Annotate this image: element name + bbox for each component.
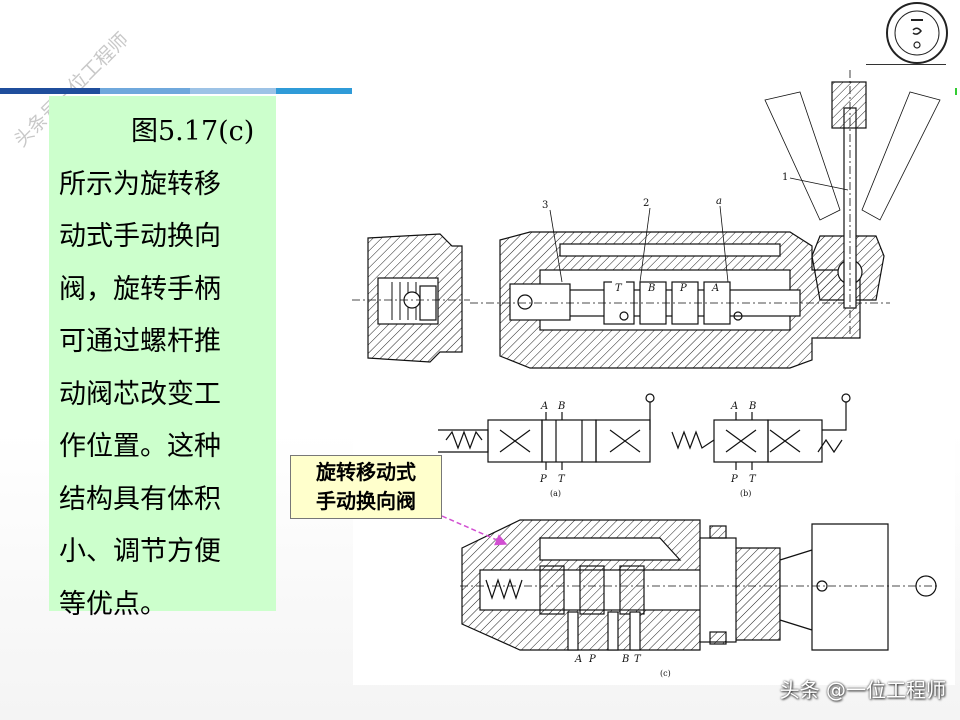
body-line: 阀，旋转手柄 <box>59 273 221 305</box>
part-label-3: 3 <box>542 200 548 211</box>
section-c-label-t: T <box>634 654 642 665</box>
symbol-b-label-a: A <box>730 401 738 412</box>
symbol-b-label-b: B <box>748 401 756 412</box>
body-line: 结构具有体积 <box>59 483 221 515</box>
accent-segment <box>0 88 100 94</box>
symbol-a-caption: (a) <box>550 489 561 498</box>
body-line: 所示为旋转移 <box>59 168 221 200</box>
body-line: 作位置。这种 <box>59 431 221 462</box>
callout-line: 手动换向阀 <box>316 489 416 513</box>
body-line: 小、调节方便 <box>59 536 221 567</box>
spool-label-p: P <box>679 283 687 294</box>
callout-line: 旋转移动式 <box>316 460 416 484</box>
part-label-1: 1 <box>782 172 788 183</box>
section-c <box>460 519 940 651</box>
symbol-b <box>671 393 851 470</box>
body-line: 图5.17(c) <box>131 116 255 147</box>
symbol-b-caption: (b) <box>740 489 751 498</box>
symbol-a-label-t: T <box>558 474 566 485</box>
section-c-label-a: A <box>574 654 582 665</box>
body-line: 等优点。 <box>59 588 167 620</box>
spool-label-b: B <box>647 283 655 294</box>
part-label-a: a <box>716 196 722 207</box>
accent-segment <box>100 88 190 94</box>
spool-label-t: T <box>615 283 623 294</box>
symbol-b-label-t: T <box>749 474 757 485</box>
symbol-a <box>438 393 655 470</box>
accent-segment <box>276 88 352 94</box>
section-c-label-b: B <box>621 654 629 665</box>
callout-label-box: 旋转移动式 手动换向阀 <box>290 455 442 519</box>
symbol-a-label-b: B <box>557 401 565 412</box>
upper-section-view: T B P A <box>352 70 941 369</box>
logo-caption <box>866 64 946 77</box>
credit-watermark: 头条 @一位工程师 <box>779 678 946 702</box>
symbol-a-label-p: P <box>539 474 547 485</box>
logo-emblem <box>886 2 948 64</box>
body-text-box: 图5.17(c) 所示为旋转移 动式手动换向 阀，旋转手柄 可通过螺杆推 动阀芯… <box>49 96 276 620</box>
section-c-label-p: P <box>588 654 596 665</box>
section-c-caption: (c) <box>660 669 671 678</box>
symbol-b-label-p: P <box>730 474 738 485</box>
body-line: 动阀芯改变工 <box>59 378 221 410</box>
body-line: 可通过螺杆推 <box>59 326 221 357</box>
callout-pointer <box>441 515 508 546</box>
spool-label-a: A <box>711 283 719 294</box>
part-label-2: 2 <box>643 198 649 209</box>
accent-segment <box>190 88 276 94</box>
accent-bar <box>0 88 352 94</box>
body-line: 动式手动换向 <box>59 221 221 252</box>
symbol-a-label-a: A <box>540 401 548 412</box>
